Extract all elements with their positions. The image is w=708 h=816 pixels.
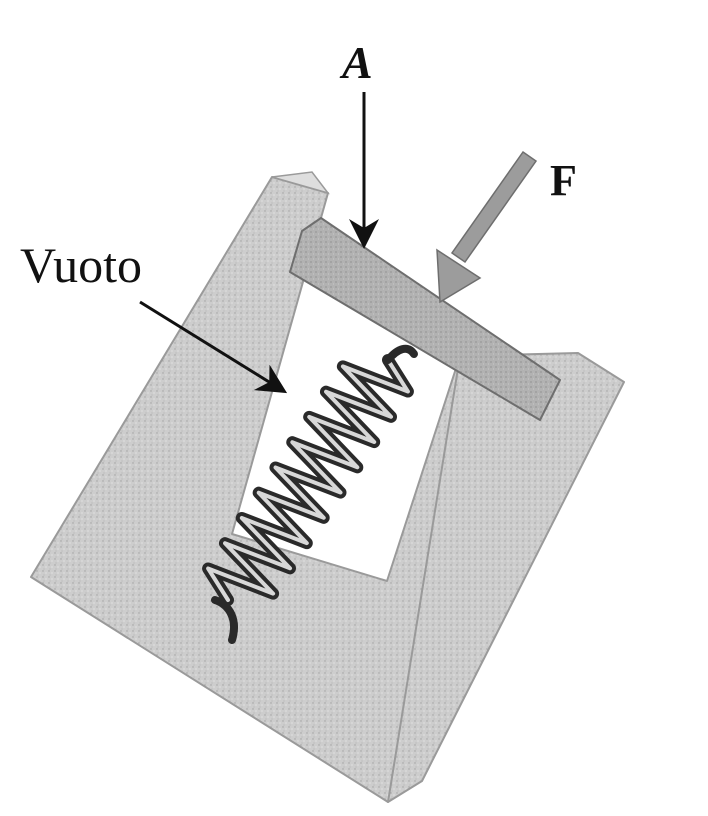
piston-plate xyxy=(289,217,561,421)
container-right-wall xyxy=(387,352,625,803)
frame-lip-left xyxy=(271,171,330,195)
force-arrow xyxy=(436,150,538,304)
label-vuoto: Vuoto xyxy=(20,237,142,293)
label-f: F xyxy=(550,156,577,205)
force-arrow-shaft xyxy=(450,150,538,264)
label-a: A xyxy=(339,37,373,88)
arrow-vuoto xyxy=(139,300,288,394)
coil-spring xyxy=(202,344,418,644)
spring-hook-bottom xyxy=(211,596,238,644)
spring-coil-highlight xyxy=(206,358,410,602)
force-arrow-head xyxy=(436,248,482,304)
spring-hook-top xyxy=(384,344,418,364)
